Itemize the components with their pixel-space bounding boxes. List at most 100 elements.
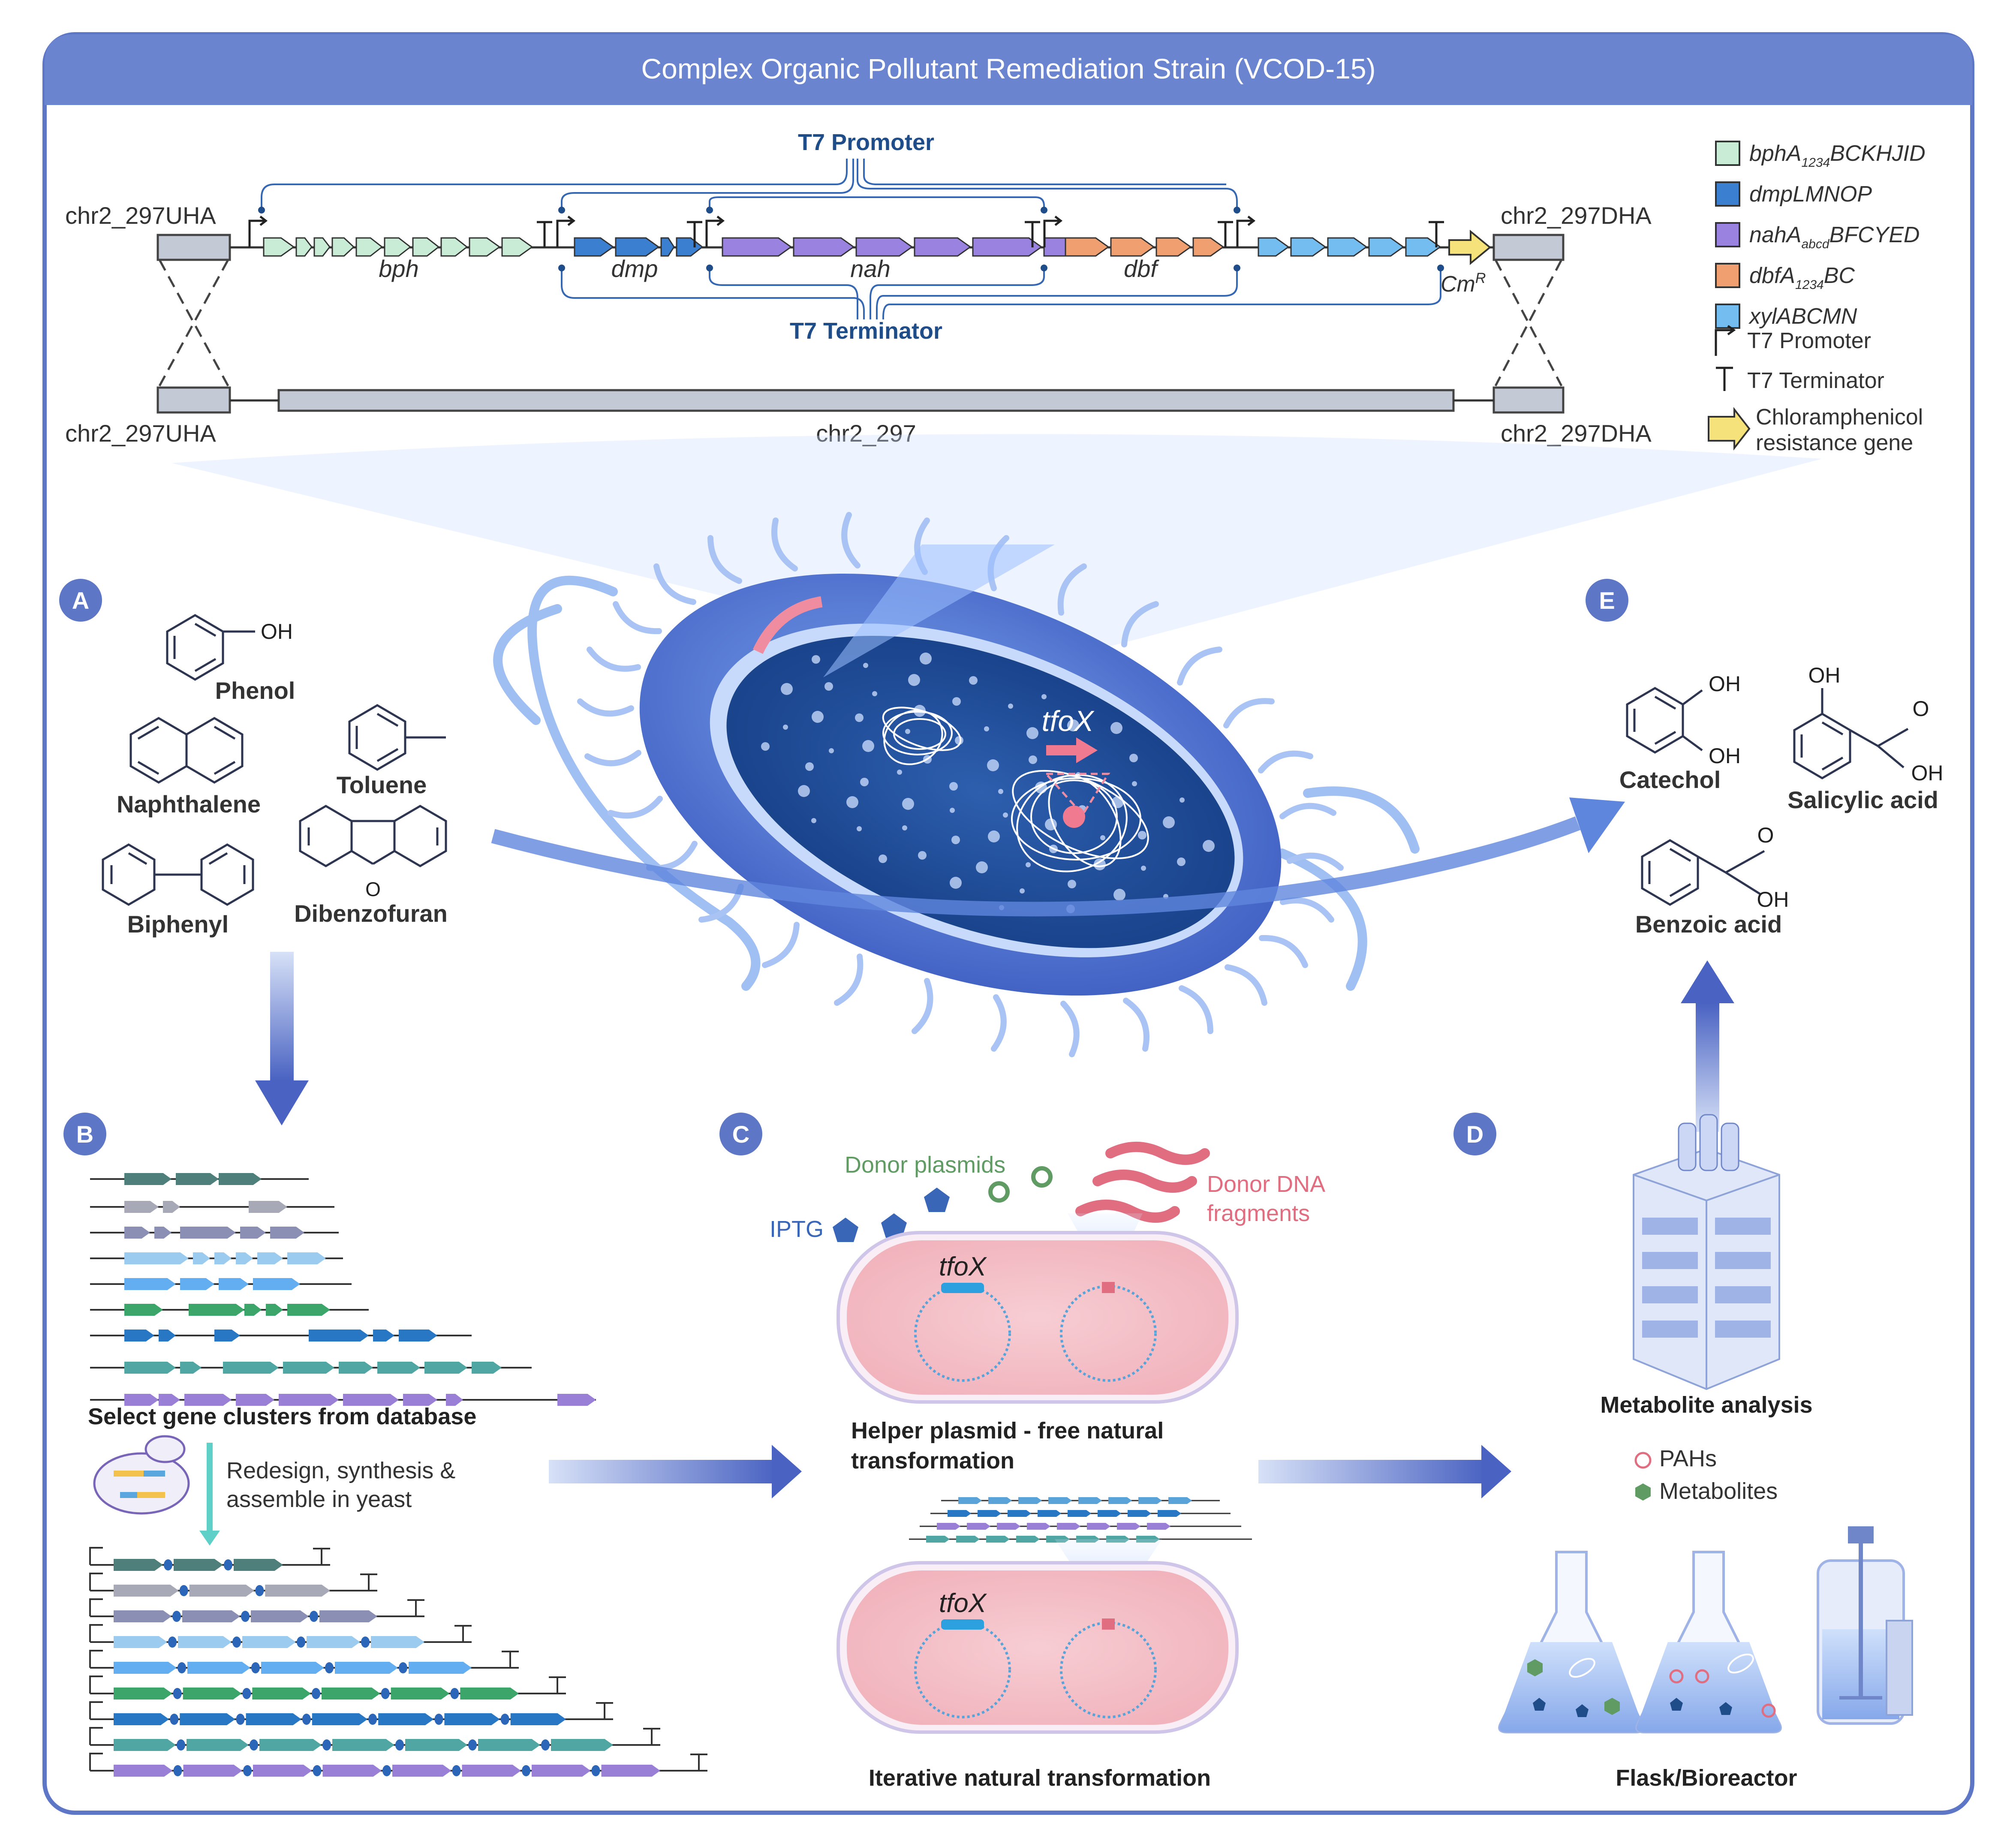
designed-terminator <box>596 1702 613 1719</box>
catechol-oh-1: OH <box>1709 672 1741 696</box>
iterative-tfox-gene <box>941 1619 984 1630</box>
db-gene <box>270 1227 304 1239</box>
designed-gene <box>378 1713 434 1725</box>
designed-gene <box>551 1739 613 1751</box>
benzoic-oh: OH <box>1757 887 1789 911</box>
redesign-arrow-head <box>199 1531 220 1546</box>
rbs-marker <box>242 1688 251 1699</box>
benzoic-label: Benzoic acid <box>1635 911 1782 938</box>
granule <box>798 785 810 797</box>
iter-gene <box>1108 1497 1132 1504</box>
pilus <box>1179 985 1213 1034</box>
rbs-marker <box>381 1688 390 1699</box>
helper-tfox-label: tfoX <box>939 1252 987 1281</box>
designed-gene <box>234 1559 283 1571</box>
granule <box>824 682 833 691</box>
rbs-marker <box>250 1739 258 1751</box>
dmp-gene-3 <box>660 237 675 257</box>
granule <box>781 683 793 695</box>
designed-gene <box>371 1636 424 1648</box>
granule <box>812 655 820 664</box>
rbs-marker <box>361 1636 370 1648</box>
arrow-c-to-d-head <box>1481 1445 1511 1498</box>
db-gene <box>124 1330 154 1342</box>
iter-gene <box>1168 1497 1192 1504</box>
promoter-glyph-head <box>1054 216 1063 226</box>
granule <box>1068 880 1076 888</box>
bph-gene-8 <box>440 237 468 257</box>
db-gene <box>236 1252 253 1264</box>
db-gene <box>339 1362 373 1374</box>
legend-swatch-2 <box>1715 222 1740 247</box>
rbs-marker <box>168 1636 177 1648</box>
metabolite-analysis-label: Metabolite analysis <box>1600 1392 1812 1418</box>
chromosome-tangle-large <box>1011 770 1149 872</box>
designed-promoter <box>89 1598 103 1616</box>
db-gene <box>287 1304 330 1316</box>
designed-gene <box>391 1688 450 1700</box>
designed-gene <box>114 1610 172 1622</box>
cluster-label-dmp: dmp <box>611 255 658 282</box>
granule <box>879 854 887 863</box>
panel-a-letter: A <box>72 587 89 614</box>
promoter-icon <box>1715 329 1732 356</box>
arrow-c-to-d-shaft <box>1258 1460 1486 1483</box>
legend-promoter: T7 Promoter <box>1715 325 1871 356</box>
dha-box-top <box>1492 234 1565 261</box>
crossover-right <box>1494 259 1563 387</box>
phenol-oh: OH <box>261 620 293 644</box>
panel-b-letter: B <box>76 1121 93 1148</box>
designed-gene <box>253 1765 312 1777</box>
dna-glow-cone <box>823 544 1055 677</box>
dbf-gene-2 <box>1110 237 1155 257</box>
flagella <box>493 575 1420 991</box>
helper-line2: transformation <box>851 1448 1014 1474</box>
legend-label-1: dmpLMNOP <box>1749 182 1872 207</box>
granule <box>1141 866 1146 871</box>
legend-cm-line1: Chloramphenicol <box>1756 405 1923 430</box>
promoter-glyph-head <box>716 216 725 226</box>
iter-gene <box>1098 1510 1121 1517</box>
db-gene <box>124 1173 172 1185</box>
panel-a-badge <box>59 579 102 622</box>
rbs-marker <box>313 1765 322 1776</box>
rbs-marker <box>297 1636 305 1648</box>
bph-gene-5 <box>355 237 383 257</box>
iter-gene <box>1027 1523 1050 1530</box>
pilus <box>653 563 696 605</box>
db-gene <box>124 1252 189 1264</box>
nah-gene-3 <box>855 237 913 257</box>
dbf-gene-3 <box>1155 237 1192 257</box>
legend-cm: Chloramphenicol resistance gene <box>1708 405 1923 455</box>
iter-gene <box>1048 1497 1072 1504</box>
cell-wall-highlight <box>752 596 823 654</box>
bph-gene-4 <box>331 237 355 257</box>
legend-terminator: T7 Terminator <box>1716 367 1884 393</box>
db-gene <box>377 1362 420 1374</box>
t7-terminator-label: T7 Terminator <box>790 318 942 344</box>
designed-terminator <box>360 1573 377 1591</box>
terminator-brackets <box>561 268 1441 319</box>
designed-terminator <box>502 1651 519 1668</box>
rbs-marker <box>173 1688 182 1699</box>
designed-terminator <box>643 1728 660 1745</box>
promoter-glyph <box>1236 220 1252 247</box>
nah-gene-1 <box>722 237 792 257</box>
redesign-line2: assemble in yeast <box>226 1486 412 1512</box>
granule <box>1041 694 1047 699</box>
rbs-marker <box>452 1765 461 1776</box>
granule <box>872 691 877 696</box>
granule <box>918 851 927 860</box>
db-gene <box>124 1362 176 1374</box>
db-gene <box>154 1227 172 1239</box>
naphthalene-structure <box>129 717 244 784</box>
panel-d-letter: D <box>1466 1121 1483 1148</box>
designed-gene <box>114 1662 177 1674</box>
granule <box>950 808 955 813</box>
db-gene <box>399 1330 437 1342</box>
rbs-marker <box>325 1662 334 1673</box>
pilus <box>1287 852 1344 871</box>
granule <box>1026 727 1038 739</box>
arrow-a-to-b-shaft <box>270 952 294 1080</box>
